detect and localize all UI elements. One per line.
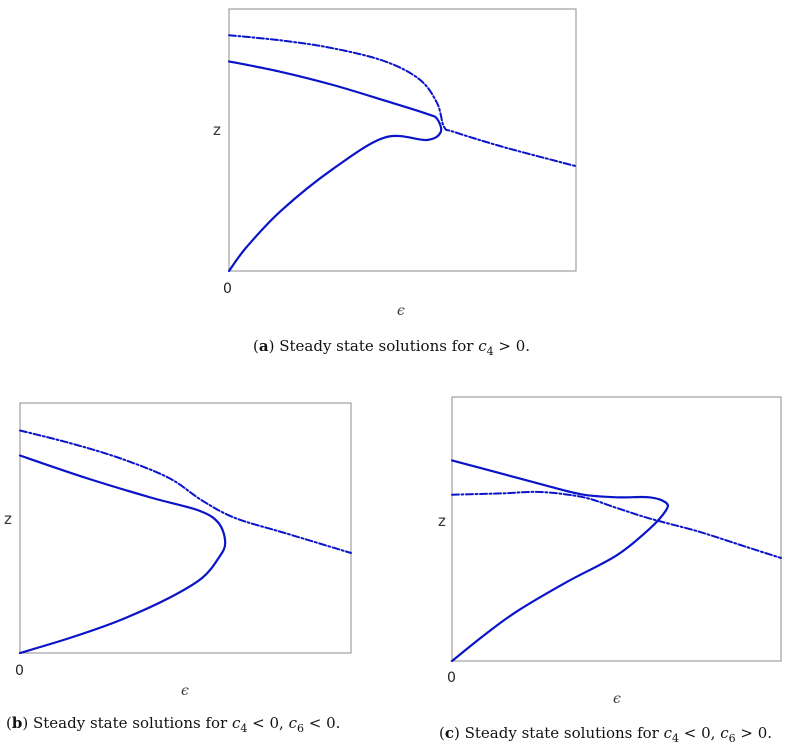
series-c-dashdot-line: [451, 490, 782, 559]
series-b-dashdot-line: [19, 429, 352, 554]
plot-frame-b: [19, 402, 352, 654]
x-origin-tick-b: 0: [15, 663, 24, 679]
caption-b: (b) Steady state solutions for c4 < 0, c…: [6, 714, 340, 735]
x-axis-label-b: ϵ: [181, 683, 189, 699]
panel-c: z 0 ϵ (c) Steady state solutions for c4 …: [438, 396, 782, 745]
series-a-solid-line: [227, 60, 443, 273]
series-a-dashdot-line: [228, 34, 577, 168]
y-axis-label-b: z: [4, 510, 12, 528]
series-b-solid-line: [18, 454, 227, 655]
y-axis-label-c: z: [438, 512, 446, 530]
x-origin-tick-a: 0: [223, 281, 232, 297]
panel-b: z 0 ϵ (b) Steady state solutions for c4 …: [4, 402, 352, 735]
series-group-a: [227, 34, 577, 273]
x-origin-tick-c: 0: [447, 670, 456, 686]
caption-c: (c) Steady state solutions for c4 < 0, c…: [439, 724, 772, 745]
caption-a: (a) Steady state solutions for c4 > 0.: [253, 337, 530, 358]
series-c-solid-line: [450, 459, 670, 663]
x-axis-label-c: ϵ: [613, 691, 621, 707]
series-group-b: [18, 429, 352, 655]
panel-a: z 0 ϵ (a) Steady state solutions for c4 …: [213, 8, 577, 358]
series-group-c: [450, 459, 782, 663]
x-axis-label-a: ϵ: [397, 303, 405, 319]
y-axis-label-a: z: [213, 121, 221, 139]
plot-frame-a: [228, 8, 577, 272]
